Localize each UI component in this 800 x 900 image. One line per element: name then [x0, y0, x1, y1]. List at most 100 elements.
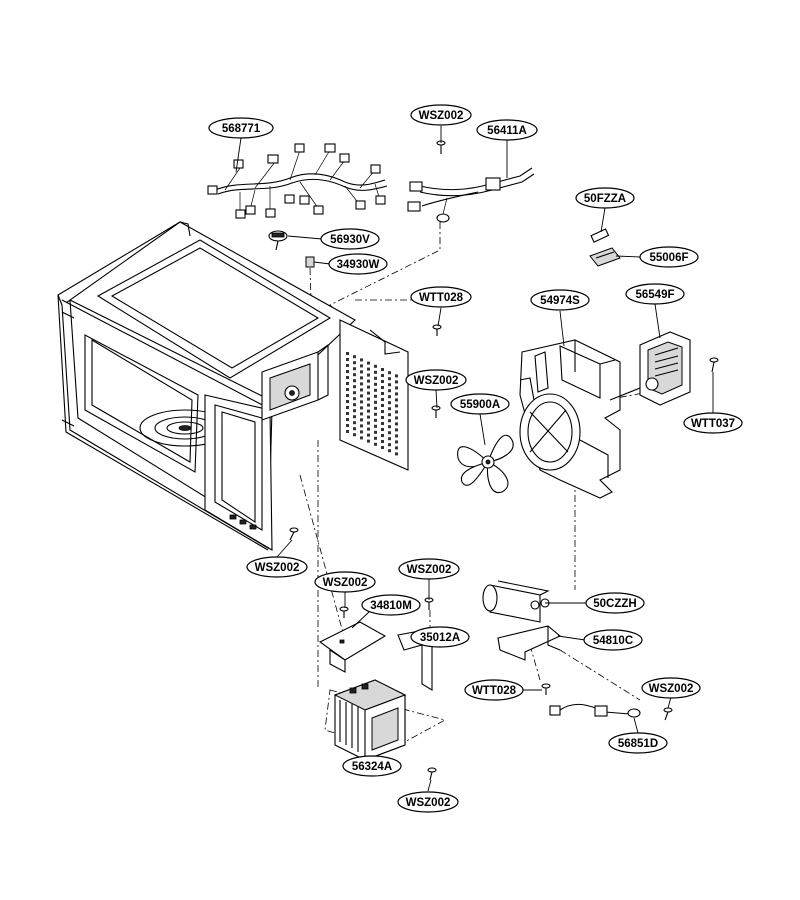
vent-hole	[381, 380, 384, 383]
label-wtt037: WTT037	[683, 412, 743, 434]
vent-hole	[346, 382, 349, 385]
fuse	[590, 228, 610, 243]
label-wtt028-bot: WTT028	[464, 679, 524, 701]
wire-harness	[207, 143, 388, 219]
screw-wsz002-c1	[339, 606, 349, 618]
vent-hole	[346, 412, 349, 415]
label-wsz002-top: WSZ002	[410, 104, 472, 126]
vent-hole	[374, 442, 377, 446]
vent-hole	[388, 431, 391, 435]
label-54810c: 54810C	[583, 629, 643, 651]
screw-wsz002-left	[289, 527, 299, 541]
label-56324a: 56324A	[342, 755, 402, 777]
vent-hole	[395, 404, 398, 408]
svg-text:WSZ002: WSZ002	[406, 797, 451, 809]
vent-hole	[381, 404, 384, 407]
vent-hole	[374, 400, 377, 404]
vent-hole	[374, 364, 377, 368]
vent-hole	[353, 361, 356, 365]
vent-hole	[367, 385, 370, 389]
vent-hole	[353, 385, 356, 389]
vent-hole	[346, 388, 349, 391]
vent-hole	[395, 392, 398, 396]
vent-hole	[353, 427, 356, 431]
vent-hole	[346, 418, 349, 421]
screw-wtt028-bot	[541, 683, 551, 695]
screw-wsz002-mid	[431, 405, 441, 418]
vent-hole	[374, 370, 377, 374]
label-wsz002-c2: WSZ002	[398, 558, 460, 580]
vent-hole	[374, 382, 377, 386]
vent-hole	[374, 394, 377, 398]
label-wsz002-c1: WSZ002	[314, 571, 376, 593]
svg-text:WTT028: WTT028	[419, 292, 464, 304]
vent-hole	[367, 427, 370, 431]
screw-wtt037	[709, 357, 719, 373]
vent-hole	[353, 379, 356, 383]
label-wsz002-mid: WSZ002	[405, 369, 467, 391]
vent-hole	[381, 374, 384, 377]
vent-hole	[367, 397, 370, 401]
svg-text:56549F: 56549F	[635, 289, 674, 301]
vent-hole	[346, 406, 349, 409]
label-50fzza: 50FZZA	[575, 187, 635, 209]
vent-hole	[388, 449, 391, 453]
label-34930w: 34930W	[328, 253, 388, 275]
svg-text:34930W: 34930W	[337, 259, 380, 271]
label-568771: 568771	[208, 117, 274, 139]
vent-hole	[346, 370, 349, 373]
svg-text:WTT028: WTT028	[472, 685, 517, 697]
vent-hole	[367, 361, 370, 365]
vent-hole	[367, 421, 370, 425]
label-35012a: 35012A	[410, 626, 470, 648]
label-wsz002-br: WSZ002	[641, 677, 701, 699]
vent-hole	[374, 376, 377, 380]
vent-hole	[346, 430, 349, 433]
vent-hole	[346, 364, 349, 367]
vent-hole	[388, 395, 391, 399]
vent-hole	[367, 379, 370, 383]
label-50czzh: 50CZZH	[585, 592, 645, 614]
svg-text:56851D: 56851D	[618, 738, 658, 750]
label-55900a: 55900A	[450, 393, 510, 415]
vent-hole	[346, 424, 349, 427]
label-wsz002-left: WSZ002	[246, 556, 308, 578]
vent-hole	[388, 401, 391, 405]
svg-text:35012A: 35012A	[420, 632, 460, 644]
screw-wsz002-bottom	[427, 767, 437, 781]
svg-text:WSZ002: WSZ002	[414, 375, 459, 387]
screw-wtt028-top	[432, 324, 442, 336]
vent-hole	[346, 400, 349, 403]
vent-hole	[360, 418, 363, 422]
vent-hole	[395, 446, 398, 450]
vent-hole	[395, 386, 398, 390]
label-56930v: 56930V	[320, 228, 380, 250]
label-56411a: 56411A	[476, 119, 538, 141]
screw-wsz002-br	[663, 707, 673, 721]
magnetron-mount	[261, 343, 329, 421]
vent-hole	[374, 412, 377, 416]
svg-text:50FZZA: 50FZZA	[584, 193, 626, 205]
vent-hole	[388, 377, 391, 381]
vent-hole	[388, 437, 391, 441]
vent-hole	[360, 382, 363, 386]
vent-hole	[360, 394, 363, 398]
svg-text:WTT037: WTT037	[691, 418, 735, 430]
svg-text:55006F: 55006F	[649, 252, 688, 264]
svg-text:WSZ002: WSZ002	[649, 683, 694, 695]
vent-hole	[374, 418, 377, 422]
vent-hole	[381, 434, 384, 437]
vent-hole	[395, 416, 398, 420]
vent-hole	[360, 430, 363, 434]
capacitor	[482, 580, 550, 623]
vent-hole	[360, 370, 363, 374]
vent-hole	[388, 407, 391, 411]
vent-hole	[353, 409, 356, 413]
wire-assembly-56411a	[407, 167, 535, 223]
fan-duct	[519, 339, 621, 499]
vent-hole	[367, 391, 370, 395]
label-56851d: 56851D	[608, 732, 668, 754]
svg-text:34810M: 34810M	[370, 600, 412, 612]
vent-hole	[374, 388, 377, 392]
